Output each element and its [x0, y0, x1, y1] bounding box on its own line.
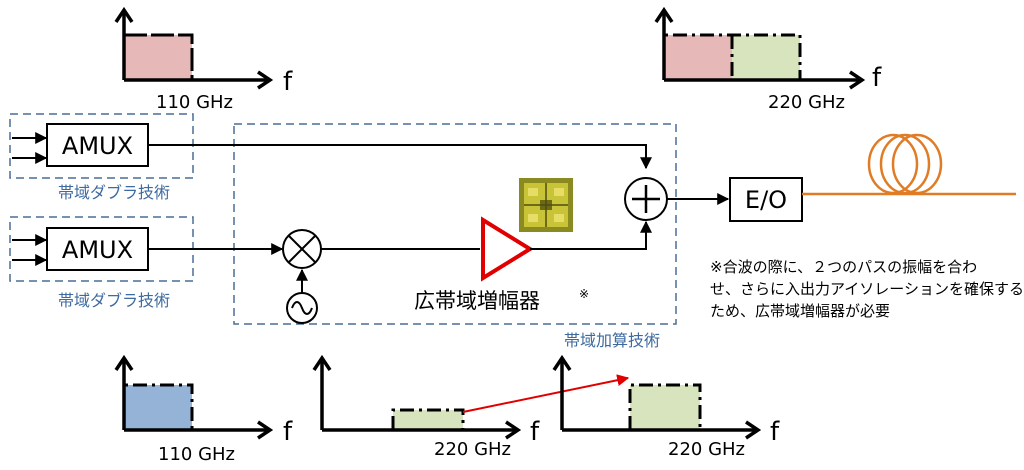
spectrum-bottom-middle: f 220 GHz — [312, 354, 540, 460]
axis-f-label: f — [872, 63, 882, 93]
amp-to-combiner-wire — [530, 220, 652, 250]
adder-dashed-box — [233, 123, 677, 325]
oscillator-icon — [286, 268, 318, 324]
amux-block — [46, 227, 149, 271]
axis-f-label: f — [770, 417, 780, 447]
amplifier-icon — [481, 216, 534, 282]
shift-arrow — [462, 374, 630, 413]
adder-label: 帯域加算技術 — [564, 331, 660, 350]
band-pink — [664, 35, 732, 80]
fiber-coil-icon — [802, 133, 1016, 196]
chip-image — [519, 178, 573, 232]
note-line-3: ため、広帯域増幅器が必要 — [710, 302, 890, 320]
axis-f-label: f — [283, 417, 293, 447]
band-green — [732, 35, 800, 80]
amux-label: AMUX — [62, 236, 133, 264]
band-green — [393, 410, 463, 430]
doubler-label: 帯域ダブラ技術 — [58, 291, 170, 310]
eo-block — [729, 177, 803, 222]
spectrum-top-left: f 110 GHz — [114, 6, 293, 113]
band-blue — [124, 385, 192, 430]
mixer-icon — [282, 229, 322, 269]
upper-path-wire — [148, 144, 652, 170]
spectrum-bottom-left: f 110 GHz — [114, 354, 293, 465]
band-green — [630, 385, 700, 430]
amux-lower-group: AMUX 帯域ダブラ技術 — [9, 216, 194, 310]
axis-f-label: f — [530, 417, 540, 447]
freq-label: 110 GHz — [156, 92, 233, 113]
amux-block — [46, 123, 149, 167]
band-pink — [122, 33, 194, 82]
spectrum-bottom-right: f 220 GHz — [552, 354, 780, 460]
note-line-1: ※合波の際に、２つのパスの振幅を合わ — [710, 258, 977, 276]
combiner-icon — [624, 177, 668, 221]
doubler-label: 帯域ダブラ技術 — [58, 183, 170, 202]
eo-label: E/O — [745, 186, 787, 214]
amux-upper-group: AMUX 帯域ダブラ技術 — [9, 113, 194, 202]
freq-label: 220 GHz — [434, 439, 511, 460]
note-line-2: せ、さらに入出力アイソレーションを確保する — [710, 280, 1024, 298]
amplifier-label: 広帯域増幅器 — [414, 289, 540, 313]
amux-label: AMUX — [62, 132, 133, 160]
freq-label: 220 GHz — [668, 439, 745, 460]
freq-label: 220 GHz — [768, 92, 845, 113]
freq-label: 110 GHz — [158, 444, 235, 465]
axis-f-label: f — [283, 67, 293, 97]
spectrum-top-right: f 220 GHz — [654, 6, 882, 113]
amplifier-note-mark: ※ — [579, 287, 589, 301]
